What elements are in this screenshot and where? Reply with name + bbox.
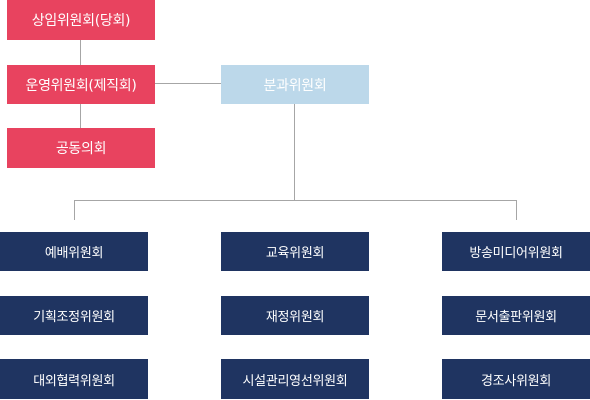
planning-committee-box: 기획조정위원회 xyxy=(0,296,148,335)
connector-operation-to-sub xyxy=(155,83,221,84)
subcommittee-header-box: 분과위원회 xyxy=(221,65,369,104)
worship-committee-box: 예배위원회 xyxy=(0,232,148,271)
connector-sub-down xyxy=(294,104,295,200)
finance-committee-box: 재정위원회 xyxy=(221,296,369,335)
connector-horizontal-branch xyxy=(74,200,516,201)
connector-right-drop xyxy=(516,200,517,220)
external-relations-committee-box: 대외협력위원회 xyxy=(0,359,148,399)
joint-assembly-box: 공동의회 xyxy=(7,128,155,168)
media-committee-box: 방송미디어위원회 xyxy=(442,232,590,271)
facilities-committee-box: 시설관리영선위원회 xyxy=(221,359,369,399)
education-committee-box: 교육위원회 xyxy=(221,232,369,271)
connector-left-drop xyxy=(74,200,75,220)
family-events-committee-box: 경조사위원회 xyxy=(442,359,590,399)
operation-committee-box: 운영위원회(제직회) xyxy=(7,65,155,104)
standing-committee-box: 상임위원회(당회) xyxy=(7,0,155,40)
publication-committee-box: 문서출판위원회 xyxy=(442,296,590,335)
